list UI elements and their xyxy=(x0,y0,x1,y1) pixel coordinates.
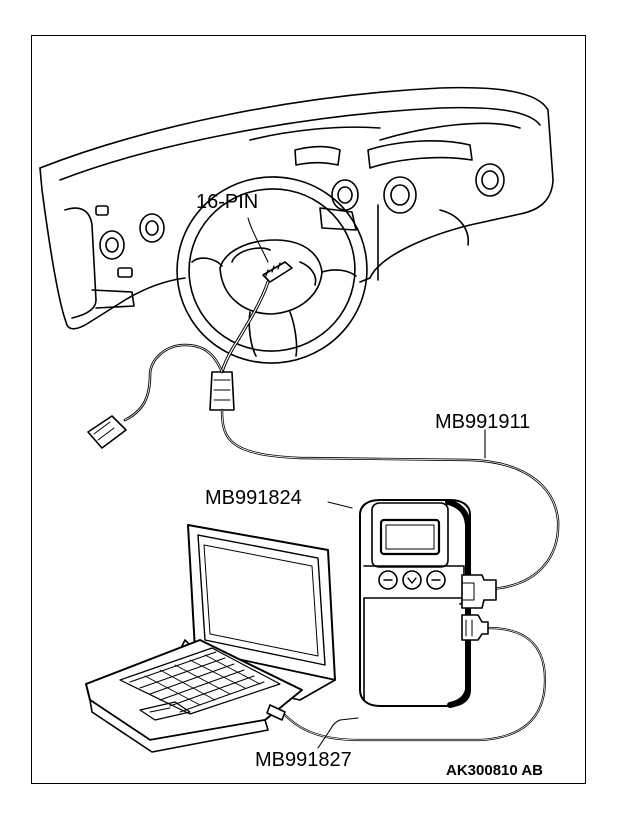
adapter-harness xyxy=(87,280,270,449)
figure-frame xyxy=(31,35,586,784)
cable-usb-label: MB991827 xyxy=(255,749,352,771)
dashboard xyxy=(39,86,554,330)
leader-lines xyxy=(247,217,486,749)
figure-code-label: AK300810 AB xyxy=(446,762,543,779)
cable-usb xyxy=(283,626,547,742)
tester-label: MB991824 xyxy=(205,487,302,509)
laptop xyxy=(85,524,336,753)
tester-unit xyxy=(359,499,497,708)
steering-wheel xyxy=(176,176,368,364)
pin16-connector xyxy=(262,261,293,283)
cable-main xyxy=(220,408,560,592)
pin16-label: 16-PIN xyxy=(196,191,259,213)
cable-main-label: MB991911 xyxy=(435,411,531,433)
